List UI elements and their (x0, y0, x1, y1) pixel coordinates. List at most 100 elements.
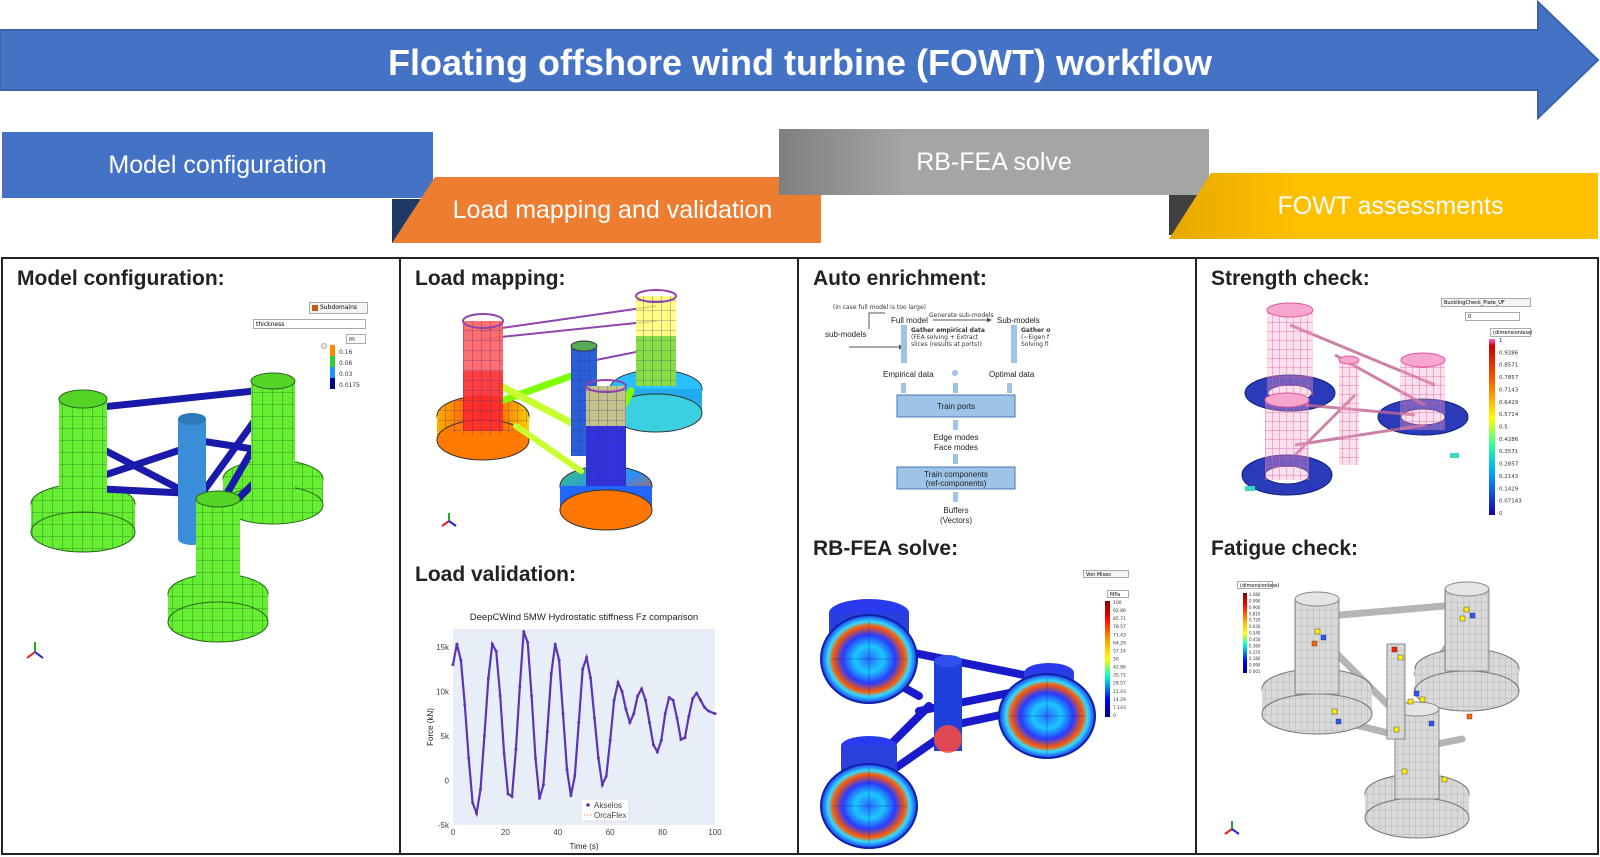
panel-title: Load mapping: (415, 267, 566, 290)
fatigue-legend: 1.0800.9900.9000.8100.7200.6300.5400.450… (1243, 592, 1261, 674)
legend-label: 78.57 (1113, 624, 1126, 630)
akselos-point (616, 680, 620, 684)
legend-label: 0.900 (1249, 605, 1261, 610)
field-dropdown[interactable]: thickness (253, 319, 366, 329)
akselos-point (490, 642, 494, 646)
flow-vectors: (Vectors) (940, 516, 972, 525)
parameter-dropdown[interactable]: Subdomains (309, 302, 368, 314)
flow-gather2-l2: Solving fi (1021, 341, 1049, 348)
von-mises-legend: 10092.8685.7178.5771.4364.2957.145042.86… (1105, 600, 1126, 719)
akselos-point (526, 640, 530, 644)
akselos-point (471, 801, 475, 805)
akselos-point (651, 743, 655, 747)
legend-label: 0.2143 (1499, 474, 1519, 480)
panel-title: Strength check: (1211, 267, 1370, 290)
x-tick-label: 20 (501, 828, 510, 837)
result-field-dropdown[interactable]: Von Mises (1083, 570, 1129, 578)
akselos-point (494, 649, 498, 653)
akselos-point (648, 721, 651, 725)
flow-sub-models-right: Sub-models (997, 316, 1040, 325)
unit-dropdown[interactable]: m (346, 334, 366, 344)
akselos-point (522, 630, 526, 634)
auto-enrichment-flowchart: (in case full model is too large) Genera… (825, 304, 1050, 525)
akselos-point (691, 696, 695, 700)
legend-label: 0.7143 (1499, 387, 1519, 393)
legend-label: 0.6429 (1499, 400, 1519, 406)
akselos-point (640, 687, 644, 691)
akselos-point (683, 736, 687, 740)
legend-label: 1.080 (1249, 592, 1261, 597)
flow-note: (in case full model is too large) (833, 304, 926, 311)
flow-full-model: Full model (891, 316, 928, 325)
legend-label: 0.4286 (1499, 437, 1519, 443)
akselos-point (585, 656, 589, 660)
check-value-input[interactable]: 0 (1465, 312, 1520, 321)
flow-optimal: Optimal data (989, 370, 1035, 379)
legend-label: 0.630 (1249, 624, 1261, 629)
legend-label: 1 (1499, 338, 1503, 344)
axis-triad-icon (26, 642, 44, 659)
flow-ref-components: (ref-components) (926, 479, 987, 488)
legend-label: 0.0175 (339, 382, 360, 389)
legend-label: 0.3571 (1499, 449, 1518, 455)
legend-label: 64.29 (1113, 640, 1126, 646)
fatigue-check-view (1224, 581, 1520, 839)
legend-label: 0.06 (339, 360, 353, 367)
akselos-point (557, 658, 561, 662)
unit-dropdown[interactable]: (dimensionless) (1490, 328, 1532, 337)
akselos-point (624, 707, 628, 711)
flow-gather2: Gather o (1021, 327, 1050, 334)
panel-title: Fatigue check: (1211, 537, 1359, 560)
check-type-dropdown[interactable]: BucklingCheck_Plate_UF (1441, 298, 1531, 307)
flow-train-components: Train components (924, 470, 988, 479)
flow-sub-models-left: sub-models (825, 330, 866, 339)
panel-title: RB-FEA solve: (813, 537, 959, 560)
legend-label: 0.360 (1249, 643, 1261, 648)
result-unit-dropdown[interactable]: MPa (1107, 590, 1129, 598)
legend-label: 0.5 (1499, 425, 1508, 431)
panel-title: Load validation: (415, 563, 577, 586)
legend-marker-akselos (586, 803, 590, 807)
flow-gather-l1: (FEA solving + Extract (911, 334, 979, 341)
rbfea-von-mises-view (820, 599, 1096, 849)
akselos-point (699, 698, 703, 702)
stage-load-mapping-validation: Load mapping and validation (392, 177, 821, 243)
y-tick-label: 0 (445, 776, 450, 785)
legend-label: 21.43 (1113, 689, 1126, 695)
legend-label: 92.86 (1113, 608, 1126, 614)
legend-label: 0.450 (1249, 637, 1261, 642)
legend-label: 85.71 (1113, 616, 1126, 622)
akselos-point (675, 716, 679, 720)
akselos-point (455, 642, 459, 646)
flow-gather2-l1: (~Eigen f (1021, 334, 1050, 341)
akselos-point (518, 685, 522, 689)
buckling-legend: 10.92860.85710.78570.71430.64290.57140.5… (1489, 338, 1522, 517)
akselos-point (561, 712, 565, 716)
akselos-point (713, 712, 717, 716)
legend-settings-icon[interactable] (320, 342, 328, 350)
plot-area (453, 629, 715, 825)
legend-label: 28.57 (1113, 681, 1126, 687)
panel-title: Auto enrichment: (813, 267, 987, 290)
akselos-point (663, 712, 667, 716)
legend-label: 14.29 (1113, 697, 1126, 703)
akselos-point (549, 672, 553, 676)
y-tick-label: -5k (438, 821, 450, 830)
flow-gather: Gather empirical data (911, 327, 985, 334)
akselos-point (541, 783, 545, 787)
akselos-point (612, 698, 616, 702)
chart-legend (580, 798, 630, 822)
legend-label: 0.090 (1249, 663, 1261, 668)
akselos-point (534, 756, 538, 760)
legend-label: 0.720 (1249, 618, 1261, 623)
akselos-point (667, 696, 671, 700)
akselos-point (695, 691, 699, 695)
fatigue-unit-dropdown[interactable]: (dimensionless) (1237, 581, 1279, 589)
panel-assessments: Strength check: BucklingCheck_Plate_UF 0… (1195, 257, 1599, 855)
legend-label: 0.001 (1249, 669, 1261, 674)
stage-fowt-assessments: FOWT assessments (1169, 173, 1598, 239)
akselos-point (498, 694, 502, 698)
akselos-point (600, 783, 604, 787)
akselos-point (451, 663, 455, 667)
akselos-point (467, 756, 471, 760)
